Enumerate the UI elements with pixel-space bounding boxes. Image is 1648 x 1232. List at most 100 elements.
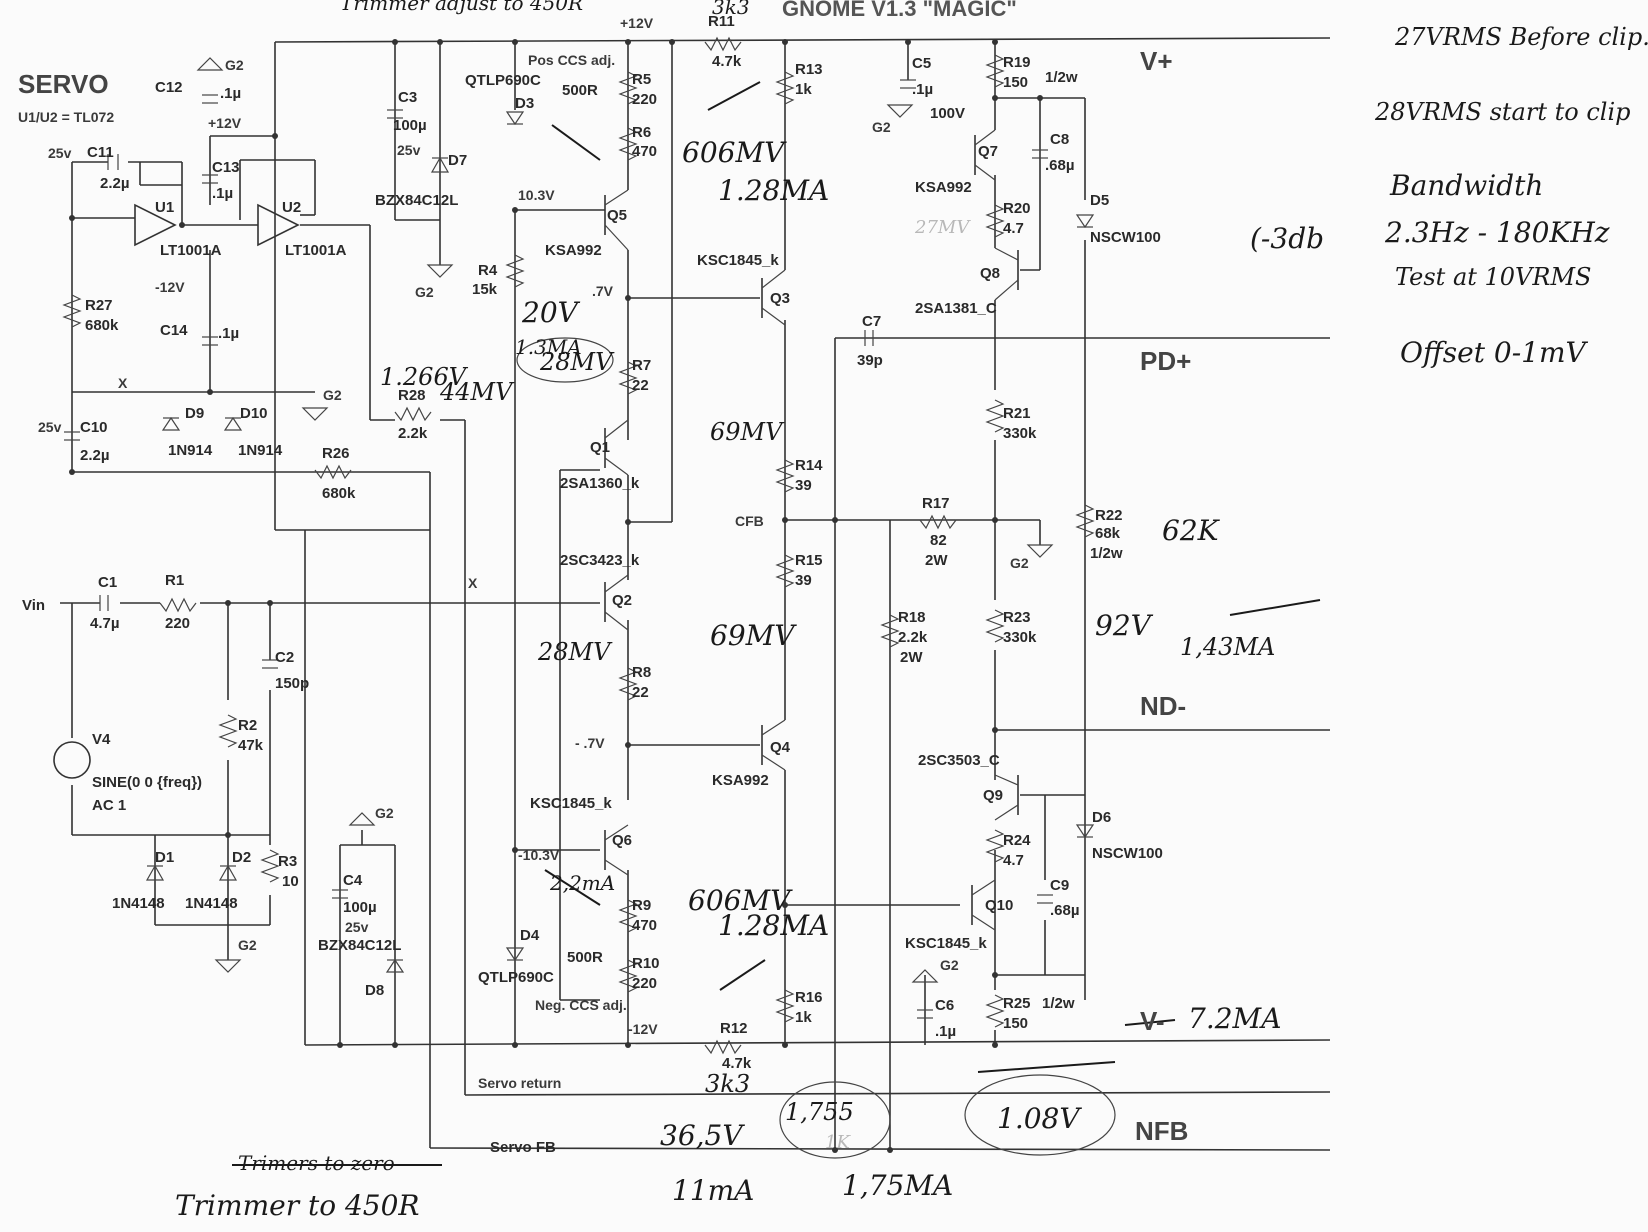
- g2-label-1: G2: [225, 57, 244, 73]
- svg-text:3k3: 3k3: [705, 1070, 750, 1098]
- cfb-label: CFB: [735, 513, 764, 529]
- svg-text:4.7: 4.7: [1003, 852, 1024, 869]
- handwritten-notes: 27VRMS Before clip. 28VRMS start to clip…: [175, 0, 1648, 1222]
- svg-text:R4: R4: [478, 262, 498, 279]
- svg-text:330k: 330k: [1003, 425, 1037, 442]
- svg-text:Q3: Q3: [770, 290, 790, 307]
- svg-text:4.7k: 4.7k: [722, 1055, 752, 1072]
- transistor-symbols: [604, 129, 1019, 931]
- node-m07v: - .7V: [575, 735, 605, 751]
- g2-label-6: G2: [238, 937, 257, 953]
- rail-pdplus: PD+: [1140, 346, 1191, 376]
- svg-text:R25: R25: [1003, 995, 1031, 1012]
- svg-text:Q2: Q2: [612, 592, 632, 609]
- svg-text:2SA1360_k: 2SA1360_k: [560, 475, 640, 492]
- svg-text:100µ: 100µ: [393, 117, 427, 134]
- svg-text:4.7k: 4.7k: [712, 53, 742, 70]
- svg-text:D1: D1: [155, 849, 174, 866]
- svg-text:D7: D7: [448, 152, 467, 169]
- svg-text:Q5: Q5: [607, 207, 627, 224]
- svg-text:R11: R11: [708, 13, 735, 30]
- svg-text:.1µ: .1µ: [935, 1023, 956, 1040]
- svg-text:606MV: 606MV: [688, 884, 793, 917]
- svg-text:LT1001A: LT1001A: [285, 242, 347, 259]
- svg-text:10: 10: [282, 873, 299, 890]
- svg-text:92V: 92V: [1095, 609, 1154, 642]
- svg-text:C9: C9: [1050, 877, 1069, 894]
- schematic-title: GNOME V1.3 "MAGIC": [782, 0, 1017, 21]
- svg-text:.1µ: .1µ: [212, 185, 233, 202]
- svg-text:2.2µ: 2.2µ: [80, 447, 110, 464]
- svg-text:C13: C13: [212, 159, 240, 176]
- svg-text:AC 1: AC 1: [92, 797, 126, 814]
- svg-text:Q1: Q1: [590, 439, 610, 456]
- junction-dots: [69, 39, 1043, 1153]
- svg-text:1N914: 1N914: [168, 442, 213, 459]
- svg-text:NSCW100: NSCW100: [1090, 229, 1161, 246]
- svg-text:R17: R17: [922, 495, 950, 512]
- svg-text:R19: R19: [1003, 54, 1031, 71]
- svg-text:D2: D2: [232, 849, 251, 866]
- svg-text:U1: U1: [155, 199, 174, 216]
- svg-text:.1µ: .1µ: [220, 85, 241, 102]
- svg-text:R23: R23: [1003, 609, 1031, 626]
- svg-text:100V: 100V: [930, 105, 965, 122]
- svg-text:R2: R2: [238, 717, 257, 734]
- svg-text:R22: R22: [1095, 507, 1123, 524]
- svg-text:500R: 500R: [562, 82, 598, 99]
- svg-text:1N4148: 1N4148: [112, 895, 165, 912]
- strike-marks: [232, 81, 1321, 1166]
- svg-text:69MV: 69MV: [710, 418, 785, 446]
- svg-text:R8: R8: [632, 664, 651, 681]
- svg-text:1.28MA: 1.28MA: [718, 909, 829, 942]
- svg-text:KSC1845_k: KSC1845_k: [697, 252, 779, 269]
- svg-text:1.3MA: 1.3MA: [515, 335, 582, 359]
- svg-text:Q9: Q9: [983, 787, 1003, 804]
- svg-text:R3: R3: [278, 853, 297, 870]
- svg-text:28MV: 28MV: [537, 638, 613, 666]
- svg-text:BZX84C12L: BZX84C12L: [318, 937, 401, 954]
- top-trimmer-note: Trimmer adjust to 450R: [340, 0, 583, 15]
- svg-text:R1: R1: [165, 572, 184, 589]
- svg-text:1.28MA: 1.28MA: [718, 174, 829, 207]
- vin-label: Vin: [22, 597, 45, 614]
- c10-voltage: 25v: [38, 419, 62, 435]
- svg-text:220: 220: [632, 975, 657, 992]
- svg-text:22: 22: [632, 684, 649, 701]
- svg-text:.1µ: .1µ: [218, 325, 239, 342]
- plus12-top-label: +12V: [620, 15, 654, 31]
- svg-text:C2: C2: [275, 649, 294, 666]
- svg-text:2SA1381_C: 2SA1381_C: [915, 300, 997, 317]
- annotation-circles: [516, 337, 1116, 1159]
- rail-ndminus: ND-: [1140, 691, 1186, 721]
- servo-title: SERVO: [18, 69, 109, 99]
- svg-text:27MV: 27MV: [914, 217, 971, 238]
- svg-text:Trimers to zero: Trimers to zero: [238, 1151, 395, 1175]
- svg-text:1/2w: 1/2w: [1090, 545, 1123, 562]
- g2-label-4: G2: [872, 119, 891, 135]
- svg-text:R20: R20: [1003, 200, 1031, 217]
- svg-text:Q6: Q6: [612, 832, 632, 849]
- svg-text:1N4148: 1N4148: [185, 895, 238, 912]
- g2-label-8: G2: [940, 957, 959, 973]
- svg-text:62K: 62K: [1162, 514, 1221, 547]
- svg-text:.68µ: .68µ: [1045, 157, 1075, 174]
- svg-text:C5: C5: [912, 55, 931, 72]
- minus12-label: -12V: [155, 279, 185, 295]
- svg-text:KSA992: KSA992: [712, 772, 769, 789]
- svg-text:R6: R6: [632, 124, 651, 141]
- svg-text:150p: 150p: [275, 675, 309, 692]
- svg-text:R27: R27: [85, 297, 113, 314]
- servo-wires: [71, 42, 466, 1148]
- node-x-2: X: [468, 575, 478, 591]
- servo-return-label: Servo return: [478, 1075, 561, 1091]
- svg-text:D6: D6: [1092, 809, 1111, 826]
- svg-text:Q10: Q10: [985, 897, 1013, 914]
- svg-text:U2: U2: [282, 199, 301, 216]
- svg-text:1/2w: 1/2w: [1042, 995, 1075, 1012]
- svg-text:C3: C3: [398, 89, 417, 106]
- node-x-1: X: [118, 375, 128, 391]
- svg-text:606MV: 606MV: [682, 136, 787, 169]
